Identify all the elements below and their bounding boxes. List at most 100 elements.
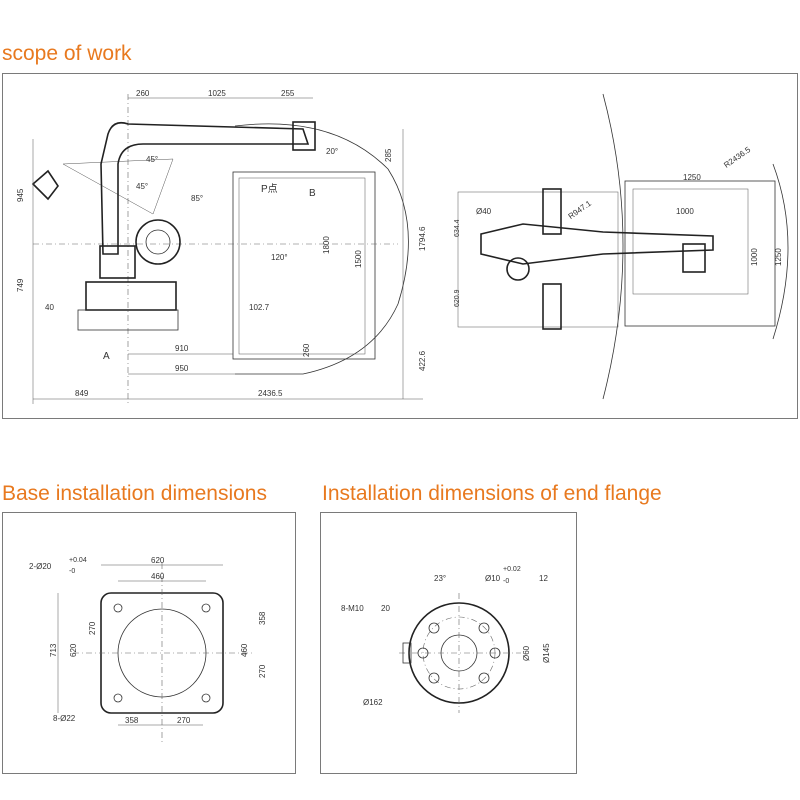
dim-40: 40	[45, 303, 54, 312]
flange-center-bore	[440, 634, 478, 672]
flange-pcd-circle	[422, 616, 496, 690]
top-view-motor-1	[542, 188, 562, 235]
flange-drawing-panel: 23° Ø10 +0.02 -0 12 8-M10 20 Ø60 Ø145 Ø1…	[320, 512, 577, 774]
base-hole-tol-top: +0.04	[69, 557, 87, 564]
top-view-inner-rect	[632, 188, 749, 295]
angle-85: 85°	[191, 194, 203, 203]
end-effector-side	[292, 121, 316, 151]
dim-634: 634.4	[454, 219, 461, 237]
base-hole-tol-bottom: -0	[69, 568, 75, 575]
base-hole-bl	[113, 693, 123, 703]
flange-angle: 23°	[434, 574, 446, 583]
flange-thread-label: 8-M10	[341, 604, 364, 613]
top-view-frame	[457, 191, 619, 328]
base-dim-270-right: 270	[258, 664, 267, 678]
scope-drawing: 260 1025 255 945 749 40 910 950 849 2436…	[16, 89, 789, 404]
base-dim-620-left: 620	[69, 643, 78, 657]
flange-dim-o60: Ø60	[522, 645, 531, 661]
robot-arm-side	[100, 121, 310, 255]
dim-2436-5: 2436.5	[258, 389, 283, 398]
flange-bore-depth: 12	[539, 574, 548, 583]
dim-422-6: 422.6	[418, 350, 427, 371]
base-heading: Base installation dimensions	[2, 482, 267, 505]
dim-285: 285	[384, 148, 393, 162]
flange-bore-tol-top: +0.02	[503, 566, 521, 573]
dim-749: 749	[16, 278, 25, 292]
base-dim-270-bottom: 270	[177, 716, 191, 725]
angle-120: 120°	[271, 253, 288, 262]
flange-drawing: 23° Ø10 +0.02 -0 12 8-M10 20 Ø60 Ø145 Ø1…	[341, 566, 551, 713]
dim-620: 620.9	[454, 289, 461, 307]
flange-hole-1	[428, 622, 440, 634]
flange-thread-depth: 20	[381, 604, 390, 613]
base-hole-br	[201, 693, 211, 703]
flange-dim-o162: Ø162	[363, 698, 383, 707]
base-dim-358-right: 358	[258, 611, 267, 625]
flange-bore-tol-bottom: -0	[503, 578, 509, 585]
flange-dim-o145: Ø145	[542, 643, 551, 663]
top-view-end-effector	[682, 243, 706, 273]
work-envelope-arc	[234, 123, 409, 375]
dim-260: 260	[136, 89, 150, 98]
dim-o40: Ø40	[476, 207, 492, 216]
robot-base-plate	[77, 309, 179, 331]
dim-260-inner: 260	[302, 343, 311, 357]
dim-1000-top: 1000	[676, 207, 694, 216]
flange-bore-main: Ø10	[485, 574, 501, 583]
mark-b: B	[309, 188, 316, 199]
top-view-joint	[506, 257, 530, 281]
base-holes-label: 8-Ø22	[53, 714, 76, 723]
gripper-icon	[31, 169, 59, 201]
base-hole-spec: 2-Ø20	[29, 562, 52, 571]
work-area-inner-rect	[238, 177, 366, 355]
top-view-motor-2	[542, 283, 562, 330]
robot-joint	[135, 219, 181, 265]
dim-1794-6: 1794.6	[418, 226, 427, 251]
dim-1000-side: 1000	[750, 248, 759, 266]
top-view-outer-arc	[772, 163, 789, 340]
dim-849: 849	[75, 389, 89, 398]
mark-p: P点	[261, 183, 278, 195]
base-dim-460-right: 460	[240, 643, 249, 657]
dim-950: 950	[175, 364, 189, 373]
work-area-rect	[232, 171, 376, 360]
dim-1250-top: 1250	[683, 173, 701, 182]
dim-1500: 1500	[354, 250, 363, 268]
robot-motor	[99, 245, 136, 279]
dim-255: 255	[281, 89, 295, 98]
base-drawing: 620 460 2-Ø20 +0.04 -0 713 620 270 460 3…	[29, 556, 267, 743]
base-hole-tl	[113, 603, 123, 613]
base-drawing-panel: 620 460 2-Ø20 +0.04 -0 713 620 270 460 3…	[2, 512, 296, 774]
scope-heading: scope of work	[2, 42, 132, 65]
angle-45b: 45°	[136, 182, 148, 191]
dim-r2436: R2436.5	[722, 145, 752, 170]
flange-key	[402, 642, 412, 664]
flange-hole-5	[417, 647, 429, 659]
base-dim-713: 713	[49, 643, 58, 657]
top-view-reach-arc	[602, 93, 624, 400]
dim-1250-side: 1250	[774, 248, 783, 266]
flange-hole-2	[478, 622, 490, 634]
flange-hole-3	[428, 672, 440, 684]
mark-a: A	[103, 351, 110, 362]
angle-20: 20°	[326, 147, 338, 156]
robot-base-side	[85, 281, 177, 311]
robot-joint-inner	[145, 229, 171, 255]
dim-r947: R947.1	[567, 198, 594, 220]
base-dim-358-bottom: 358	[125, 716, 139, 725]
angle-45a: 45°	[146, 155, 158, 164]
dim-102-7: 102.7	[249, 303, 270, 312]
dim-1025: 1025	[208, 89, 226, 98]
base-hole-tr	[201, 603, 211, 613]
base-dim-270-left: 270	[88, 621, 97, 635]
base-dim-460-top: 460	[151, 572, 165, 581]
dim-910: 910	[175, 344, 189, 353]
flange-hole-4	[478, 672, 490, 684]
flange-heading: Installation dimensions of end flange	[322, 482, 662, 505]
flange-hole-6	[489, 647, 501, 659]
scope-drawing-panel: 260 1025 255 945 749 40 910 950 849 2436…	[2, 73, 798, 419]
dim-945: 945	[16, 188, 25, 202]
dim-1800: 1800	[322, 236, 331, 254]
base-dim-620-top: 620	[151, 556, 165, 565]
top-view-arm	[480, 223, 714, 265]
